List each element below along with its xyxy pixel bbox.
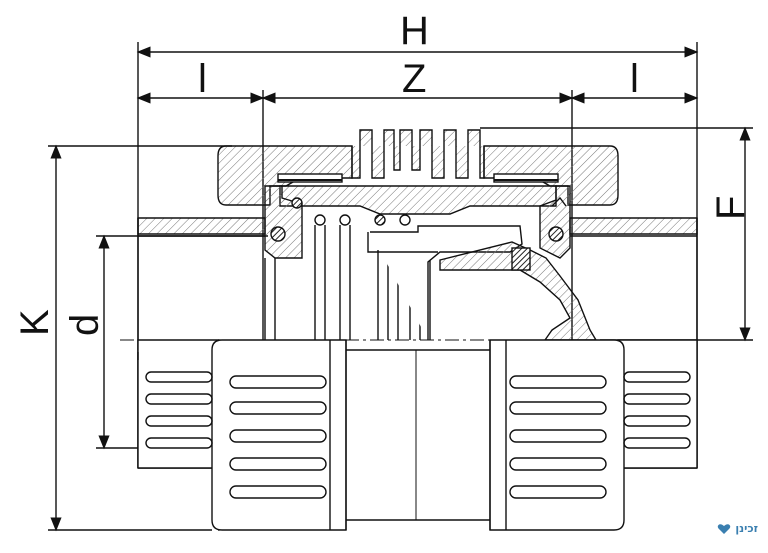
seat-ring-left (264, 185, 303, 259)
union-nut-left (137, 339, 347, 531)
seat-ring-right (539, 185, 571, 259)
label-z: Z (402, 57, 426, 101)
bonnet-cap (217, 129, 619, 215)
label-l-right: l (630, 57, 639, 101)
label-d: d (63, 314, 107, 336)
ribs-right-inner (509, 375, 607, 499)
label-k: K (13, 309, 57, 336)
ribs-right-outer (623, 371, 691, 449)
union-nut-right (489, 339, 698, 531)
center-sleeve (346, 349, 490, 521)
ribs-left-inner (229, 375, 327, 499)
brand-logo: זכינן (717, 522, 758, 535)
ribs-left-outer (145, 371, 213, 449)
logo-text: זכינן (735, 522, 758, 535)
spring-coils (264, 214, 431, 340)
label-f: F (709, 196, 753, 220)
label-h: H (400, 9, 429, 53)
label-l-left: l (198, 57, 207, 101)
dimension-k (48, 144, 232, 532)
heart-icon (718, 523, 731, 534)
